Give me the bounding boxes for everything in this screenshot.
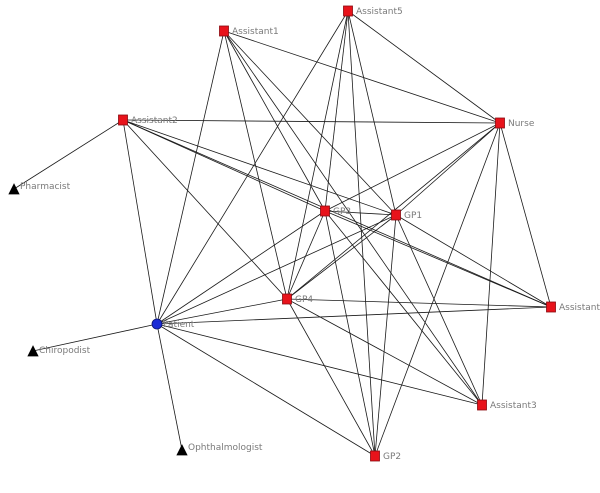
node-chiropodist: Chiropodist — [27, 345, 91, 357]
node-assistant5: Assistant5 — [343, 5, 403, 17]
square-node-icon — [495, 117, 505, 129]
edge-assistant2-pharmacist — [13, 119, 124, 190]
node-label: Ophthalmologist — [188, 443, 263, 453]
node-label: GP2 — [383, 452, 401, 462]
node-assistant4: Assistant4 — [546, 301, 600, 313]
edge-gp3-assistant3 — [324, 210, 483, 406]
edge-gp4-assistant4 — [286, 298, 552, 308]
node-ophthalmologist: Ophthalmologist — [176, 443, 263, 456]
node-label: GP4 — [295, 295, 313, 305]
square-node-icon — [391, 209, 401, 221]
edge-gp1-assistant4 — [395, 214, 552, 308]
edge-patient-assistant4 — [156, 306, 552, 325]
edge-assistant1-patient — [156, 30, 225, 325]
edge-assistant2-assistant4 — [122, 119, 552, 308]
edge-nurse-gp2 — [374, 122, 501, 457]
edge-assistant1-assistant3 — [223, 30, 483, 406]
edge-assistant1-nurse — [223, 30, 501, 124]
node-label: Assistant3 — [490, 401, 537, 411]
node-label: Nurse — [508, 119, 535, 129]
triangle-node-icon — [8, 183, 20, 195]
node-label: Chiropodist — [39, 346, 91, 356]
edge-assistant5-gp4 — [286, 10, 349, 300]
edge-assistant5-nurse — [347, 10, 501, 124]
node-label: Assistant5 — [356, 7, 403, 17]
node-assistant1: Assistant1 — [219, 25, 279, 37]
square-node-icon — [343, 5, 353, 17]
node-gp3: GP3 — [320, 205, 351, 217]
edge-patient-chiropodist — [32, 323, 158, 352]
edge-gp3-gp1 — [324, 210, 397, 216]
edge-patient-assistant3 — [156, 323, 483, 406]
node-gp2: GP2 — [370, 450, 401, 462]
edge-assistant5-patient — [156, 10, 349, 325]
triangle-node-icon — [176, 444, 188, 456]
circle-node-icon — [151, 318, 163, 330]
edge-gp1-gp2 — [374, 214, 397, 457]
node-label: Patient — [163, 320, 195, 330]
edge-gp4-patient — [156, 298, 288, 325]
edge-assistant2-nurse — [122, 119, 501, 124]
edge-patient-ophthalmologist — [156, 323, 183, 451]
node-label: Assistant4 — [559, 303, 600, 313]
edge-gp1-patient — [156, 214, 397, 325]
edge-gp1-assistant3 — [395, 214, 483, 406]
node-patient: Patient — [151, 318, 195, 330]
edge-gp3-patient — [156, 210, 326, 325]
edge-nurse-gp1 — [395, 122, 501, 216]
edge-assistant5-gp2 — [347, 10, 376, 457]
edge-gp3-gp4 — [286, 210, 326, 300]
edge-assistant5-gp3 — [324, 10, 349, 212]
edge-assistant1-gp1 — [223, 30, 397, 216]
edge-patient-gp2 — [156, 323, 376, 457]
node-gp4: GP4 — [282, 293, 313, 305]
edge-gp3-assistant4 — [324, 210, 552, 308]
node-label: Assistant1 — [232, 27, 279, 37]
square-node-icon — [282, 293, 292, 305]
square-node-icon — [546, 301, 556, 313]
node-assistant3: Assistant3 — [477, 399, 537, 411]
node-nurse: Nurse — [495, 117, 535, 129]
edge-gp4-gp2 — [286, 298, 376, 457]
edge-assistant5-gp1 — [347, 10, 397, 216]
edge-gp1-gp4 — [286, 214, 397, 300]
square-node-icon — [477, 399, 487, 411]
edge-assistant2-gp1 — [122, 119, 397, 216]
edge-assistant2-gp4 — [122, 119, 288, 300]
edge-nurse-gp3 — [324, 122, 501, 212]
node-assistant2: Assistant2 — [118, 114, 178, 126]
edge-layer — [13, 10, 552, 457]
square-node-icon — [118, 114, 128, 126]
edge-assistant2-gp3 — [122, 119, 326, 212]
edge-assistant1-gp4 — [223, 30, 288, 300]
node-label: Pharmacist — [20, 182, 71, 192]
edge-assistant2-patient — [122, 119, 158, 325]
node-pharmacist: Pharmacist — [8, 182, 71, 195]
edge-nurse-assistant4 — [499, 122, 552, 308]
node-gp1: GP1 — [391, 209, 422, 221]
square-node-icon — [320, 205, 330, 217]
square-node-icon — [219, 25, 229, 37]
node-label: GP1 — [404, 211, 422, 221]
node-label: Assistant2 — [131, 116, 178, 126]
node-label: GP3 — [333, 207, 351, 217]
square-node-icon — [370, 450, 380, 462]
triangle-node-icon — [27, 345, 39, 357]
edge-nurse-assistant3 — [481, 122, 501, 406]
